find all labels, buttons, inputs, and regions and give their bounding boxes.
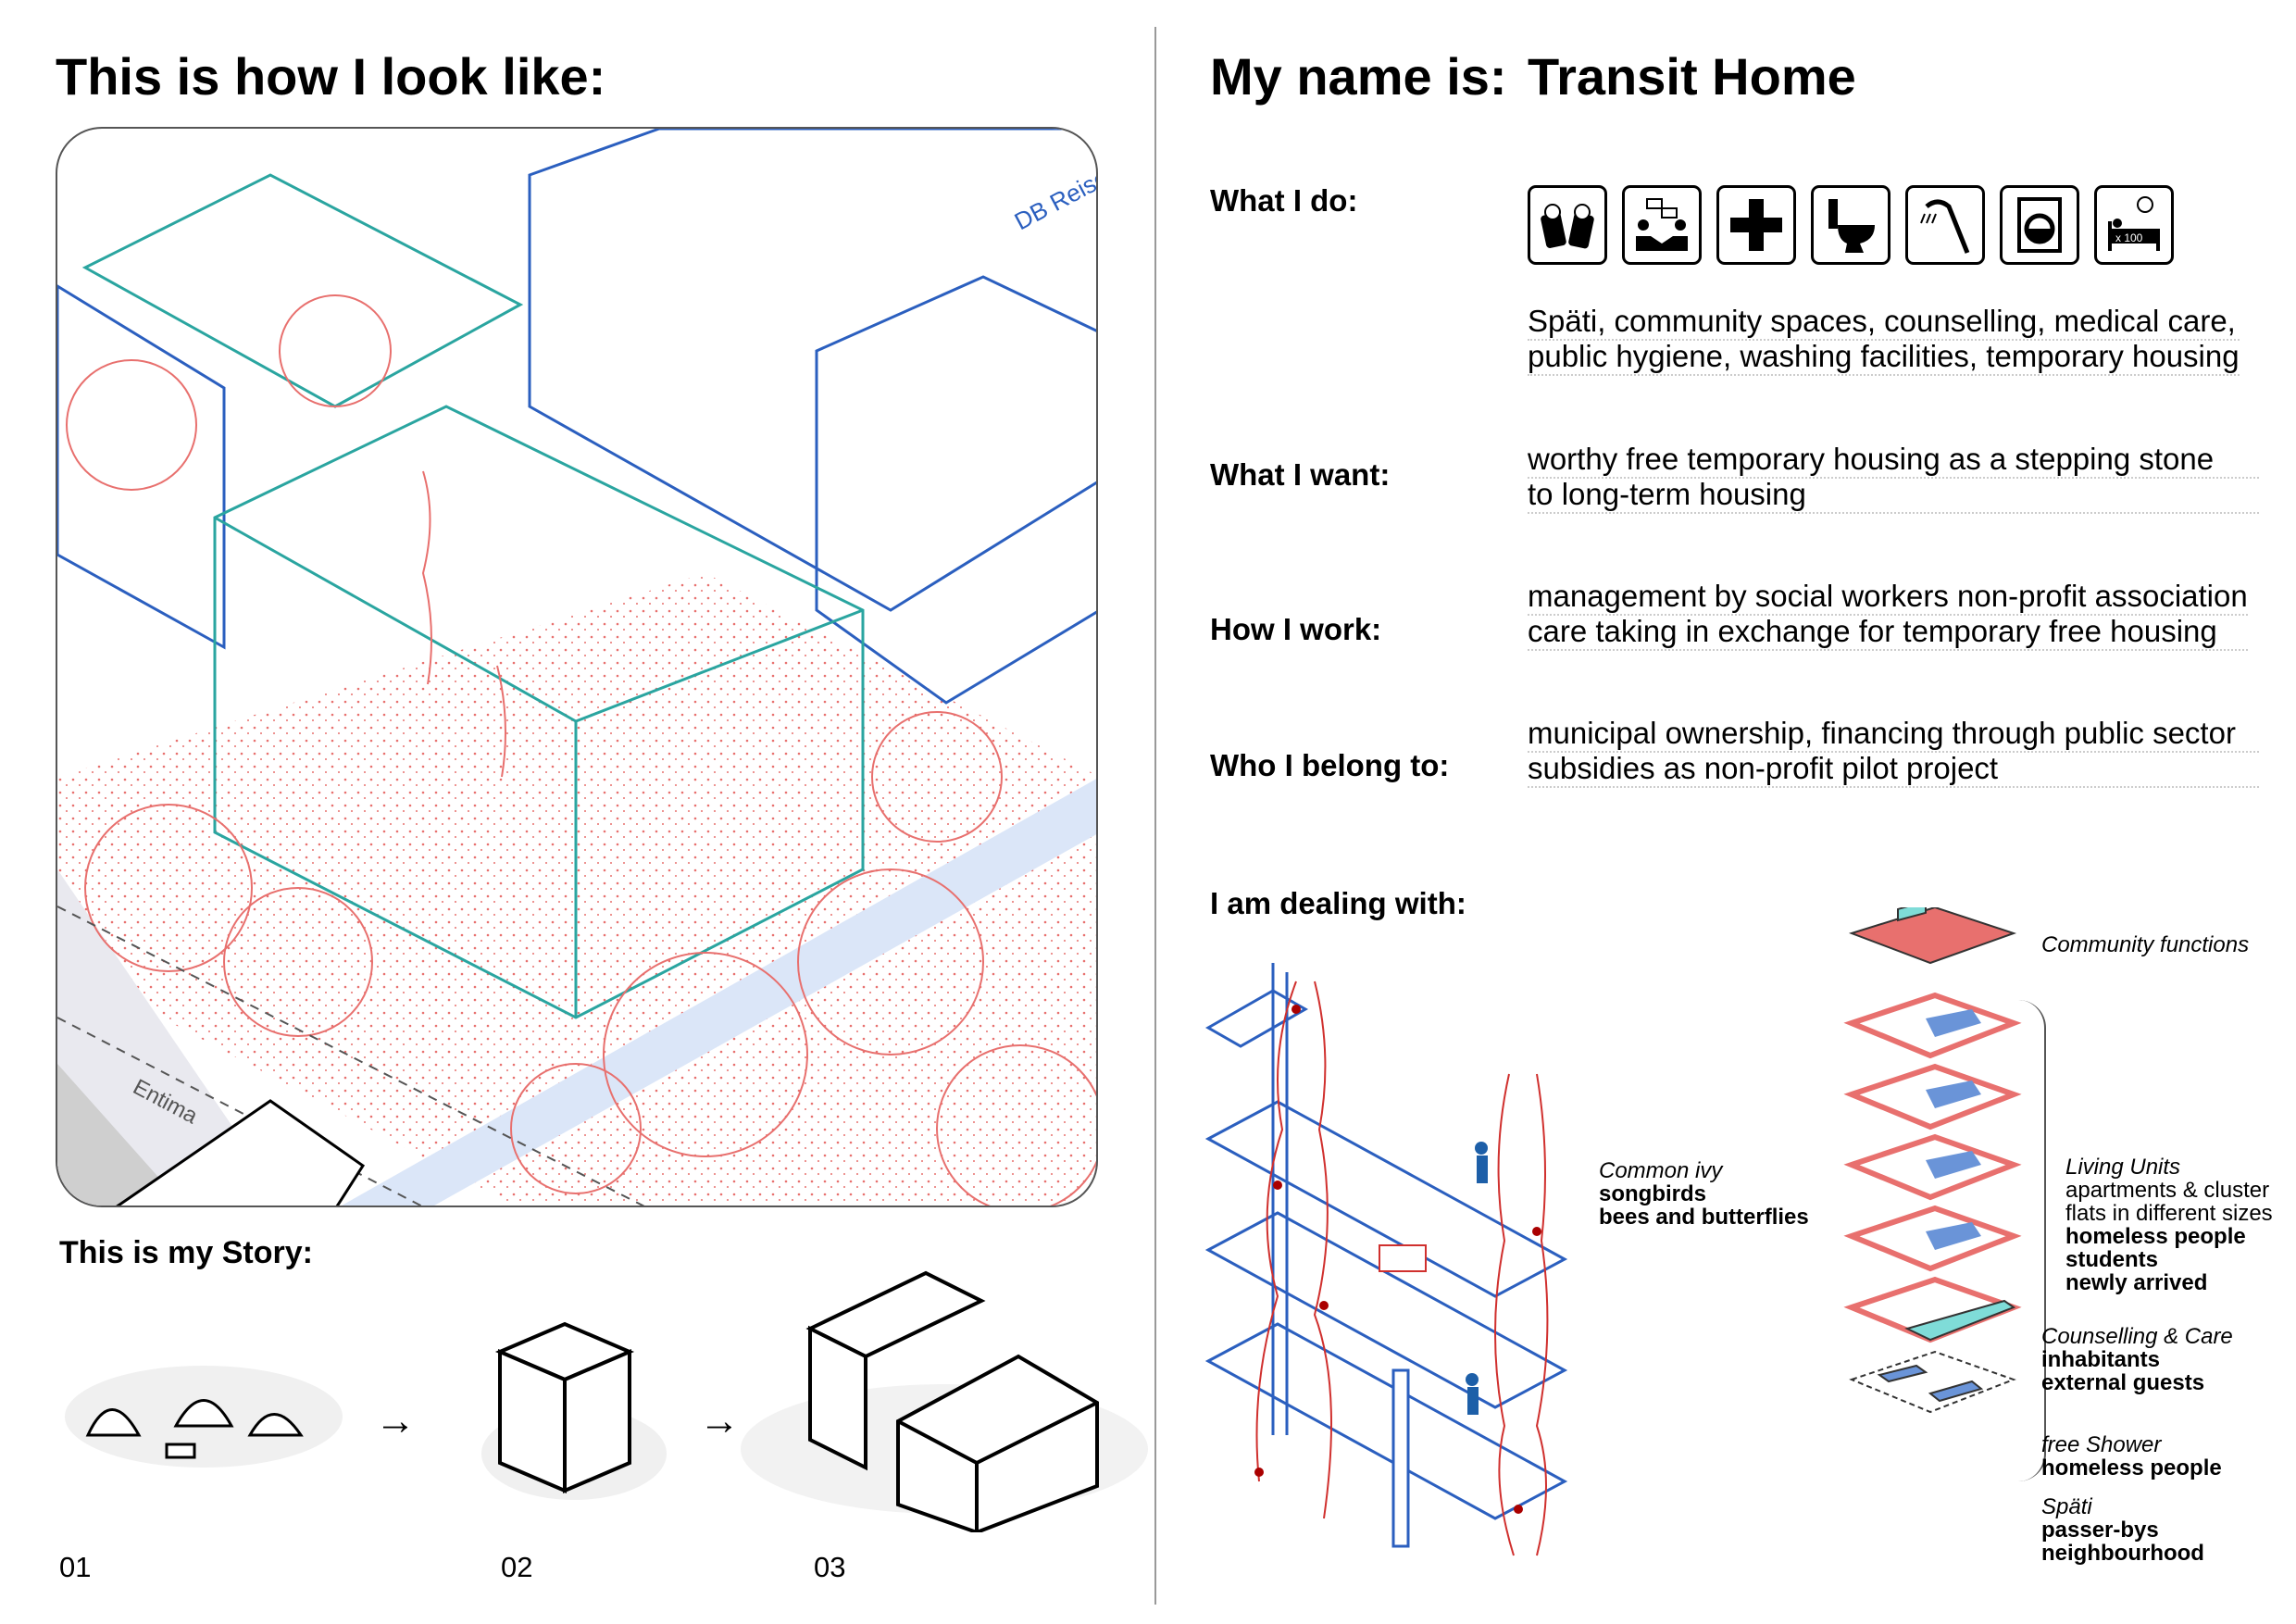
what-i-do-text: Späti, community spaces, counselling, me… <box>1528 306 2240 376</box>
floor-subtitle: flats in different sizes <box>2065 1201 2273 1226</box>
text-line: municipal ownership, financing through p… <box>1528 718 2259 753</box>
left-title: This is how I look like: <box>56 47 606 106</box>
arrow-icon: → <box>699 1398 740 1443</box>
how-i-work-label: How I work: <box>1210 612 1382 646</box>
ivy-item: songbirds <box>1599 1181 1707 1206</box>
floor-label-community: Community functions <box>2041 933 2249 956</box>
who-i-belong-to-text: municipal ownership, financing through p… <box>1528 718 2259 788</box>
text-line: to long-term housing <box>1528 479 2259 514</box>
medical-cross-icon <box>1716 185 1796 265</box>
floor-user: neighbourhood <box>2041 1541 2204 1566</box>
floor-title: free Shower <box>2041 1432 2162 1457</box>
living-units-bracket <box>2018 1000 2046 1481</box>
story-step-3-building <box>741 1264 1148 1535</box>
floor-title: Counselling & Care <box>2041 1324 2233 1349</box>
ivy-legend: Common ivy songbirds bees and butterflie… <box>1599 1159 1809 1229</box>
ivy-title: Common ivy <box>1599 1158 1723 1183</box>
floor-label-shower: free Shower homeless people <box>2041 1433 2222 1480</box>
text-line: management by social workers non-profit … <box>1528 581 2248 616</box>
beer-mugs-icon <box>1528 185 1607 265</box>
project-name: Transit Home <box>1528 47 1856 106</box>
text-line: Späti, community spaces, counselling, me… <box>1528 306 2240 341</box>
name-label: My name is: <box>1210 47 1507 106</box>
neighbourhood-illustration: DB Reisen Entima <box>56 127 1098 1207</box>
arrow-icon: → <box>375 1398 416 1443</box>
ivy-facade-diagram <box>1204 954 1620 1574</box>
text-line: subsidies as non-profit pilot project <box>1528 753 2259 788</box>
what-i-want-text: worthy free temporary housing as a stepp… <box>1528 443 2259 514</box>
toilet-icon <box>1811 185 1890 265</box>
floor-user: external guests <box>2041 1370 2205 1395</box>
floor-label-counselling: Counselling & Care inhabitants external … <box>2041 1325 2233 1394</box>
bed-count-badge: x 100 <box>2115 231 2143 244</box>
text-line: care taking in exchange for temporary fr… <box>1528 616 2248 651</box>
ivy-item: bees and butterflies <box>1599 1205 1809 1230</box>
floor-subtitle: apartments & cluster <box>2065 1178 2270 1203</box>
story-step-number: 03 <box>814 1551 846 1583</box>
floor-user: homeless people <box>2041 1455 2222 1480</box>
washing-machine-icon <box>2000 185 2079 265</box>
floor-user: students <box>2065 1247 2159 1272</box>
story-step-2-shelter <box>481 1315 667 1509</box>
floor-title: Späti <box>2041 1494 2092 1519</box>
floor-user: newly arrived <box>2065 1270 2208 1295</box>
bed-x100-icon: x 100 <box>2094 185 2174 265</box>
counselling-icon <box>1622 185 1702 265</box>
what-i-do-label: What I do: <box>1210 183 1358 218</box>
story-step-number: 02 <box>501 1551 533 1583</box>
what-i-want-label: What I want: <box>1210 457 1391 492</box>
floor-user: homeless people <box>2065 1224 2246 1249</box>
how-i-work-text: management by social workers non-profit … <box>1528 581 2248 651</box>
column-divider <box>1154 27 1156 1605</box>
floor-title: Living Units <box>2065 1155 2181 1180</box>
story-step-1-tents <box>56 1333 352 1481</box>
floor-title: Community functions <box>2041 932 2250 957</box>
floor-label-living-units: Living Units apartments & cluster flats … <box>2065 1156 2273 1294</box>
text-line: public hygiene, washing facilities, temp… <box>1528 341 2240 376</box>
story-title: This is my Story: <box>59 1235 313 1270</box>
floor-user: passer-bys <box>2041 1518 2159 1543</box>
floor-user: inhabitants <box>2041 1347 2161 1372</box>
who-i-belong-to-label: Who I belong to: <box>1210 748 1450 782</box>
exploded-floor-plans <box>1842 900 2028 1574</box>
floor-label-spaeti: Späti passer-bys neighbourhood <box>2041 1495 2204 1565</box>
dealing-with-label: I am dealing with: <box>1210 886 1466 920</box>
shower-icon <box>1905 185 1985 265</box>
text-line: worthy free temporary housing as a stepp… <box>1528 443 2259 479</box>
story-step-number: 01 <box>59 1551 92 1583</box>
sign-db-reisen: DB Reisen <box>1010 156 1098 235</box>
